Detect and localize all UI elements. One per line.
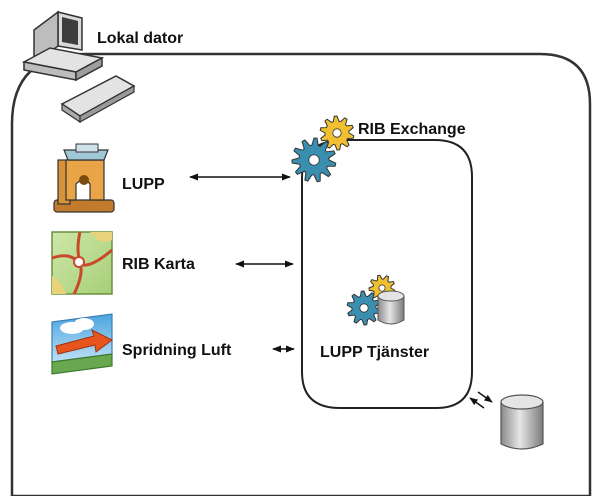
map-icon — [51, 231, 113, 295]
gear-hub — [308, 154, 320, 166]
gears-icon — [291, 115, 355, 183]
app-label-rib-karta: RIB Karta — [122, 256, 195, 273]
gear-hub — [359, 303, 369, 313]
app-label-lupp: LUPP — [122, 176, 165, 193]
title-label: Lokal dator — [97, 30, 183, 47]
computer-icon — [21, 10, 136, 124]
air-dispersion-icon — [51, 313, 113, 375]
database-icon — [500, 394, 544, 450]
rib-exchange-label: RIB Exchange — [358, 121, 466, 138]
rib-exchange-boundary — [301, 139, 473, 409]
services-database-icon — [377, 290, 405, 325]
app-label-spridning-luft: Spridning Luft — [122, 342, 232, 359]
lupp-tjanster-label: LUPP Tjänster — [320, 344, 429, 361]
gear-hub — [332, 128, 342, 138]
gear-hub — [378, 284, 386, 292]
microscope-icon — [53, 143, 115, 213]
sync-arrows-icon — [469, 391, 493, 409]
